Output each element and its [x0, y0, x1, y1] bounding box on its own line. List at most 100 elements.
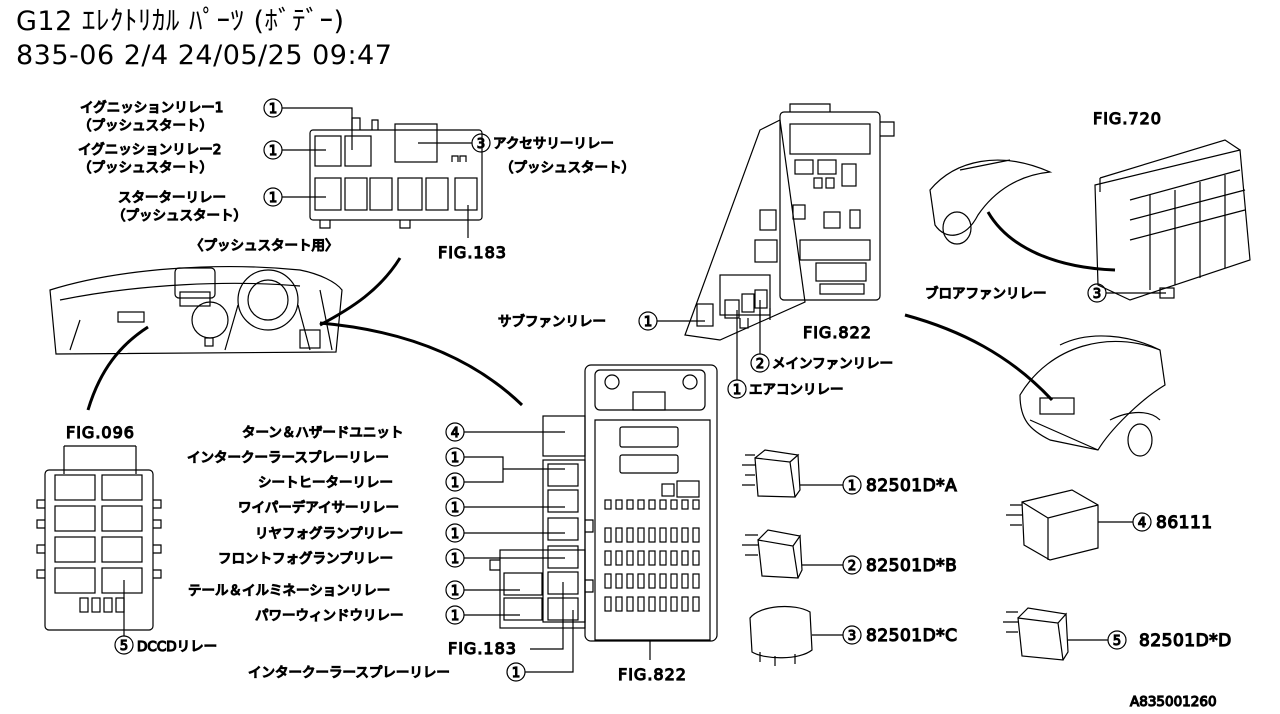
fuse-slot [648, 550, 656, 566]
fuse-slot [615, 550, 623, 566]
blower-relay-label: ブロアファンリレー [925, 285, 1047, 302]
fuse-slot [692, 573, 700, 589]
starter-relay-sub-label: （プッシュスタート） [112, 208, 247, 224]
ign2-callout: 1 [269, 144, 277, 159]
ic-spray2-relay-label: インタークーラースプレーリレー [248, 665, 450, 681]
ic-spray-relay-label: インタークーラースプレーリレー [187, 450, 389, 466]
relay-d-callout: 5 [1113, 634, 1121, 649]
accessory-callout: 3 [477, 137, 485, 152]
fuse-slot [681, 499, 689, 510]
hvac-unit-illustration [1094, 139, 1251, 301]
diagram-reference-code: A835001260 [1130, 694, 1217, 710]
fuse-slot [637, 596, 645, 612]
fuse-slot [604, 596, 612, 612]
engine-room-fig-ref: FIG.822 [803, 323, 872, 342]
tail-illum-relay-label: テール＆イルミネーションリレー [188, 583, 390, 599]
fuse-slot [670, 527, 678, 543]
rear-fog-callout: 1 [451, 527, 459, 542]
fuse-slot [681, 550, 689, 566]
wiper-callout: 1 [451, 501, 459, 516]
wiper-deicer-relay-label: ワイパーデアイサーリレー [238, 499, 399, 516]
ign1-relay-sub-label: （プッシュスタート） [78, 118, 213, 134]
ac-relay-label: エアコンリレー [749, 382, 844, 398]
relay-82501d-b-code: 82501D*B [866, 556, 957, 576]
relay-a-callout: 1 [848, 479, 856, 494]
relay-82501d-a-code: 82501D*A [866, 476, 957, 496]
fuse-slot [692, 596, 700, 612]
hvac-fig-ref: FIG.720 [1093, 109, 1162, 128]
ic-spray-callout: 1 [451, 451, 459, 466]
dccd-callout: 5 [120, 639, 128, 654]
fuse-slot [626, 499, 634, 510]
rear-fog-relay-label: リヤフォグランプリレー [255, 526, 403, 542]
fuse-slot [659, 499, 667, 510]
power-window-callout: 1 [451, 609, 459, 624]
main-fan-callout: 2 [756, 357, 764, 372]
dccd-relay-box [36, 469, 162, 631]
dccd-relay-label: DCCDリレー [137, 639, 217, 655]
fuse-slot [648, 573, 656, 589]
sub-fan-callout: 1 [644, 315, 652, 330]
fuse-slot [659, 573, 667, 589]
power-window-relay-label: パワーウィンドウリレー [255, 608, 404, 624]
ign1-relay-label: イグニッションリレー1 [80, 100, 223, 116]
accessory-relay-label: アクセサリーリレー [493, 136, 614, 152]
fuse-slot [681, 527, 689, 543]
fuse-slot [670, 596, 678, 612]
tail-illum-callout: 1 [451, 584, 459, 599]
fuse-slot [604, 573, 612, 589]
blower-callout: 3 [1093, 287, 1101, 302]
fuse-slot [648, 499, 656, 510]
fuse-slot [615, 573, 623, 589]
relay-c-callout: 3 [848, 629, 856, 644]
fuse-slot [626, 550, 634, 566]
fuse-slot [637, 499, 645, 510]
fuse-grid [604, 499, 700, 612]
fuse-box-fig822-ref: FIG.822 [618, 665, 687, 684]
fuse-slot [659, 550, 667, 566]
fuse-slot [615, 596, 623, 612]
dashboard-illustration [49, 266, 343, 355]
fuse-slot [681, 573, 689, 589]
push-start-caption: 〈プッシュスタート用〉 [190, 238, 339, 254]
push-start-relay-block [309, 117, 483, 229]
fuse-slot [692, 550, 700, 566]
relay-b-callout: 2 [848, 559, 856, 574]
cabin-illustration [929, 159, 1053, 245]
fuse-slot [637, 573, 645, 589]
engine-room-relay-box [684, 103, 895, 341]
fuse-slot [670, 573, 678, 589]
push-start-fig-ref: FIG.183 [438, 243, 507, 262]
fuse-slot [670, 550, 678, 566]
turn-hazard-label: ターン＆ハザードユニット [242, 425, 403, 441]
main-fan-relay-label: メインファンリレー [772, 356, 893, 372]
front-fog-relay-label: フロントフォグランプリレー [218, 551, 393, 567]
fuse-slot [604, 499, 612, 510]
ign1-callout: 1 [269, 102, 277, 117]
relay-82501d-d-code: 82501D*D [1139, 631, 1232, 651]
diagram-subtitle: 835-06 2/4 24/05/25 09:47 [16, 40, 393, 71]
seat-heater-relay-label: シートヒーターリレー [258, 475, 393, 491]
relay-82501d-c-illustration [749, 605, 813, 666]
starter-relay-label: スターターリレー [118, 190, 226, 206]
ic-spray2-callout: 1 [512, 666, 520, 681]
fuse-slot [604, 550, 612, 566]
starter-callout: 1 [269, 191, 277, 206]
relay-82501d-a-illustration [742, 449, 801, 498]
fuse-box-fig183-ref: FIG.183 [448, 639, 517, 658]
fuse-slot [692, 527, 700, 543]
fuse-slot [626, 573, 634, 589]
front-fog-callout: 1 [451, 552, 459, 567]
fuse-slot [659, 596, 667, 612]
fuse-slot [626, 527, 634, 543]
fuse-slot [604, 527, 612, 543]
fuse-slot [637, 527, 645, 543]
sub-fan-relay-label: サブファンリレー [498, 313, 606, 330]
fuse-slot [681, 596, 689, 612]
car-front-illustration [1019, 335, 1166, 457]
turn-hazard-callout: 4 [451, 426, 459, 441]
fuse-slot [659, 527, 667, 543]
fuse-slot [637, 550, 645, 566]
relay-86111-illustration [1006, 489, 1099, 561]
